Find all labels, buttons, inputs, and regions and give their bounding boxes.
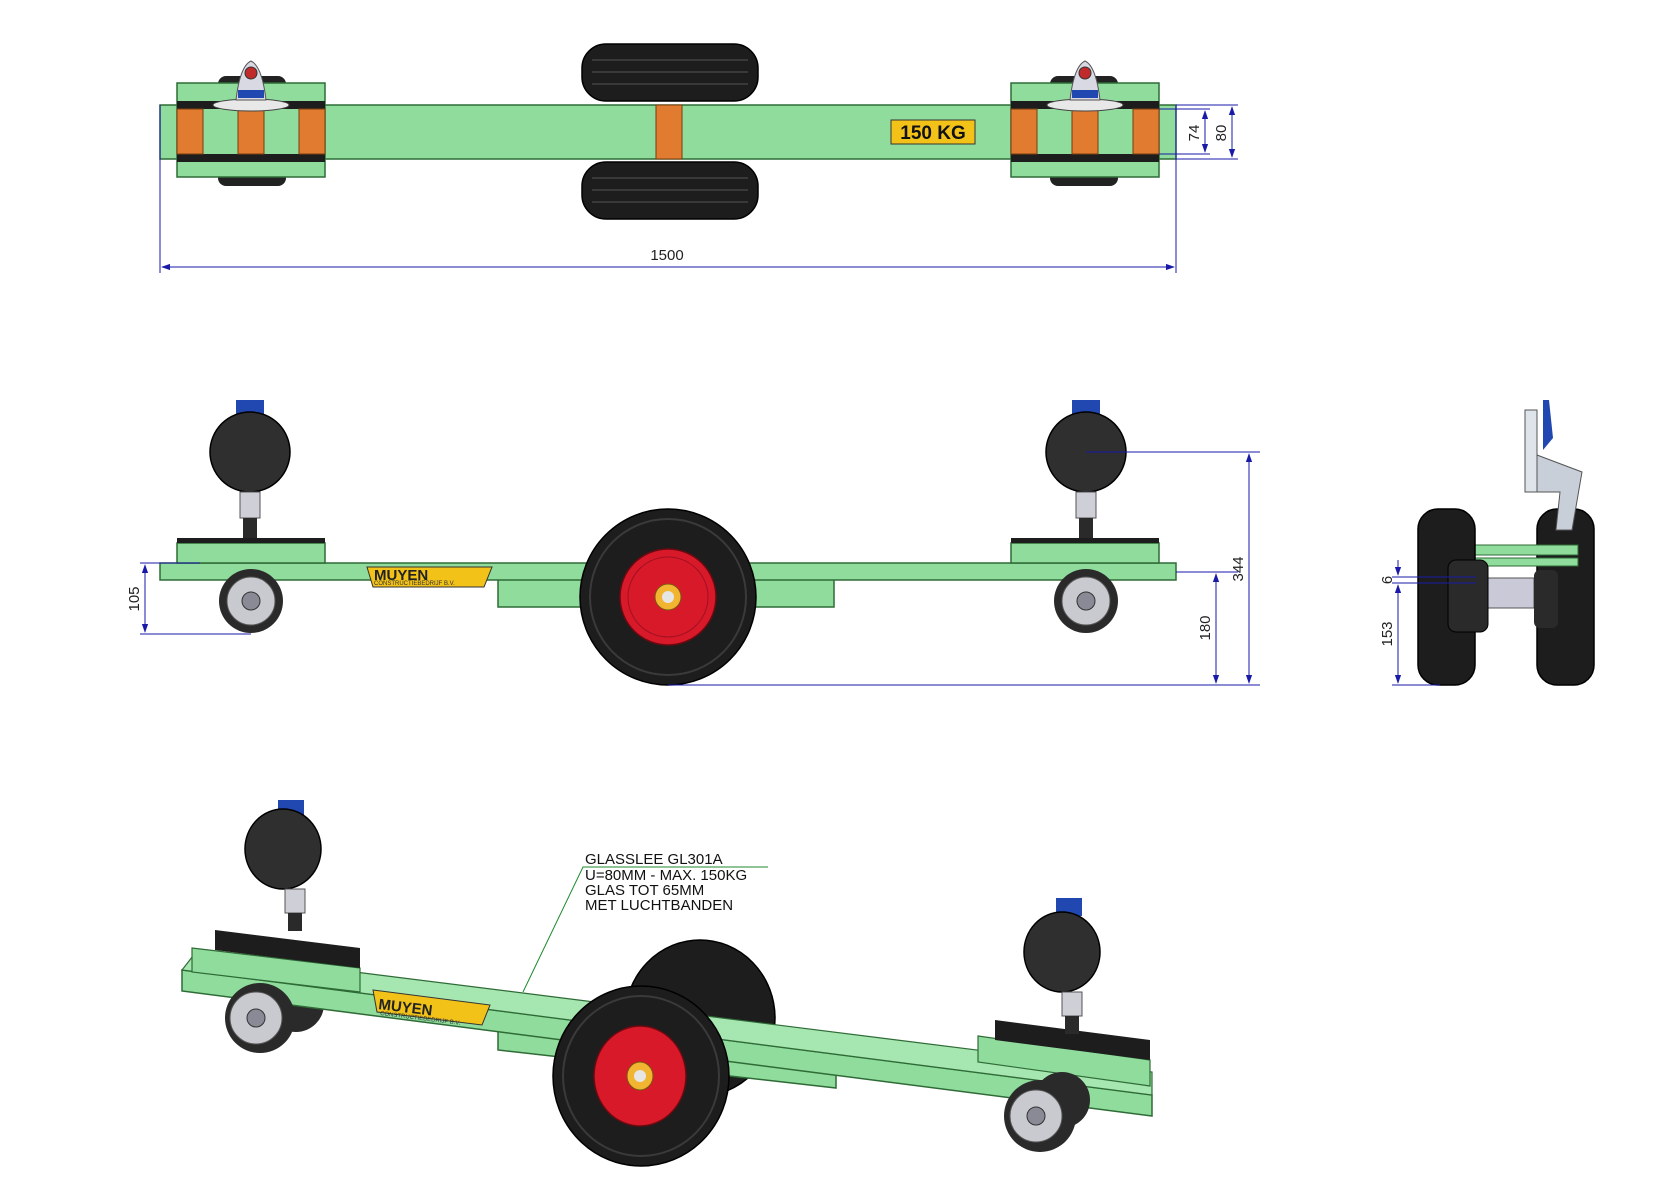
side-logo: MUYEN CONSTRUCTIEBEDRIJF B.V. [366,566,493,588]
iso-left-caster [225,983,295,1053]
note-line-3: GLAS TOT 65MM [585,882,704,899]
top-view: 150 KG 1500 74 80 [159,43,1238,273]
dim-outer-height-label: 80 [1213,125,1230,142]
dim-end-height-label: 153 [1379,621,1396,646]
note-line-4: MET LUCHTBANDEN [585,897,733,914]
note-line-1: GLASSLEE GL301A [585,851,723,868]
iso-logo: MUYEN CONSTRUCTIEBEDRIJF B.V. [372,989,491,1027]
top-tire-lower [581,161,759,220]
dim-gap-label: 6 [1379,576,1396,584]
iso-left-suction-cup [244,800,322,931]
iso-right-suction-cup [1023,898,1101,1034]
side-right-caster [1054,569,1118,633]
capacity-badge: 150 KG [900,123,965,144]
side-main-wheel [579,508,757,686]
dim-caster-height [140,562,251,635]
side-view: MUYEN CONSTRUCTIEBEDRIJF B.V. 105 180 34… [126,400,1260,686]
top-right-suction-cup [1046,60,1124,112]
iso-view: MUYEN CONSTRUCTIEBEDRIJF B.V. GLASS [180,800,1153,1167]
side-right-suction-cup [1045,400,1127,538]
dim-axle-total-height [668,451,1260,686]
end-suction-cup [1524,400,1583,531]
dim-length-label: 1500 [650,247,683,264]
top-left-suction-cup [212,60,290,112]
svg-text:MUYEN: MUYEN [374,567,428,584]
svg-text:MUYEN: MUYEN [378,996,434,1019]
side-left-caster [219,569,283,633]
dim-caster-height-label: 105 [126,586,143,611]
note-line-2: U=80MM - MAX. 150KG [585,867,747,884]
end-view: 6 153 [1379,400,1595,686]
dim-length [159,105,1177,273]
capacity-badge-box [890,119,976,145]
dim-axle-height-label: 180 [1197,615,1214,640]
dim-inner-height-label: 74 [1186,125,1203,142]
top-tire-upper [581,43,759,102]
iso-main-wheel [552,985,730,1167]
top-rubber-pads [176,104,1160,160]
iso-note-leader [522,866,768,993]
side-left-suction-cup [209,400,291,538]
dim-total-height-label: 344 [1230,556,1247,581]
dim-heights-top [1159,104,1238,160]
dim-end-view [1392,560,1476,686]
iso-right-caster [1004,1080,1076,1152]
svg-text:CONSTRUCTIEBEDRIJF B.V.: CONSTRUCTIEBEDRIJF B.V. [374,581,455,587]
